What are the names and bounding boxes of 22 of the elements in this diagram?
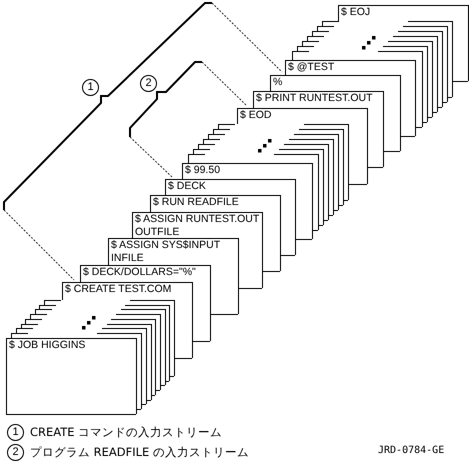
- card-text: $ DECK/DOLLARS="%": [83, 266, 197, 279]
- card-text: $ RUN READFILE: [153, 196, 240, 209]
- card-text: $ CREATE TEST.COM: [65, 283, 172, 296]
- card-text: $ DECK: [168, 180, 207, 193]
- card-text: $ @TEST: [288, 61, 336, 74]
- callout-number: 1: [82, 79, 99, 96]
- callout-number: 1: [7, 424, 24, 441]
- legend-text: CREATE コマンドの入力ストリーム: [30, 425, 222, 440]
- card-text: $ 99.50: [185, 164, 222, 177]
- card-text: $ ASSIGN SYS$INPUT INFILE: [111, 239, 221, 265]
- card-text: $ ASSIGN RUNTEST.OUT OUTFILE: [135, 213, 260, 239]
- callout-number: 2: [7, 444, 24, 461]
- callout-number: 2: [140, 75, 157, 92]
- legend-text: プログラム READFILE の入力ストリーム: [30, 445, 249, 460]
- card-text: $ EOD: [240, 109, 273, 122]
- card-text: %: [273, 76, 284, 89]
- card-text: $ PRINT RUNTEST.OUT: [256, 92, 374, 105]
- card-text: $ EOJ: [341, 6, 372, 19]
- figure-code: JRD-0784-GE: [378, 445, 444, 456]
- card-text: $ JOB HIGGINS: [9, 339, 86, 352]
- card: [237, 108, 367, 184]
- card: [338, 5, 468, 81]
